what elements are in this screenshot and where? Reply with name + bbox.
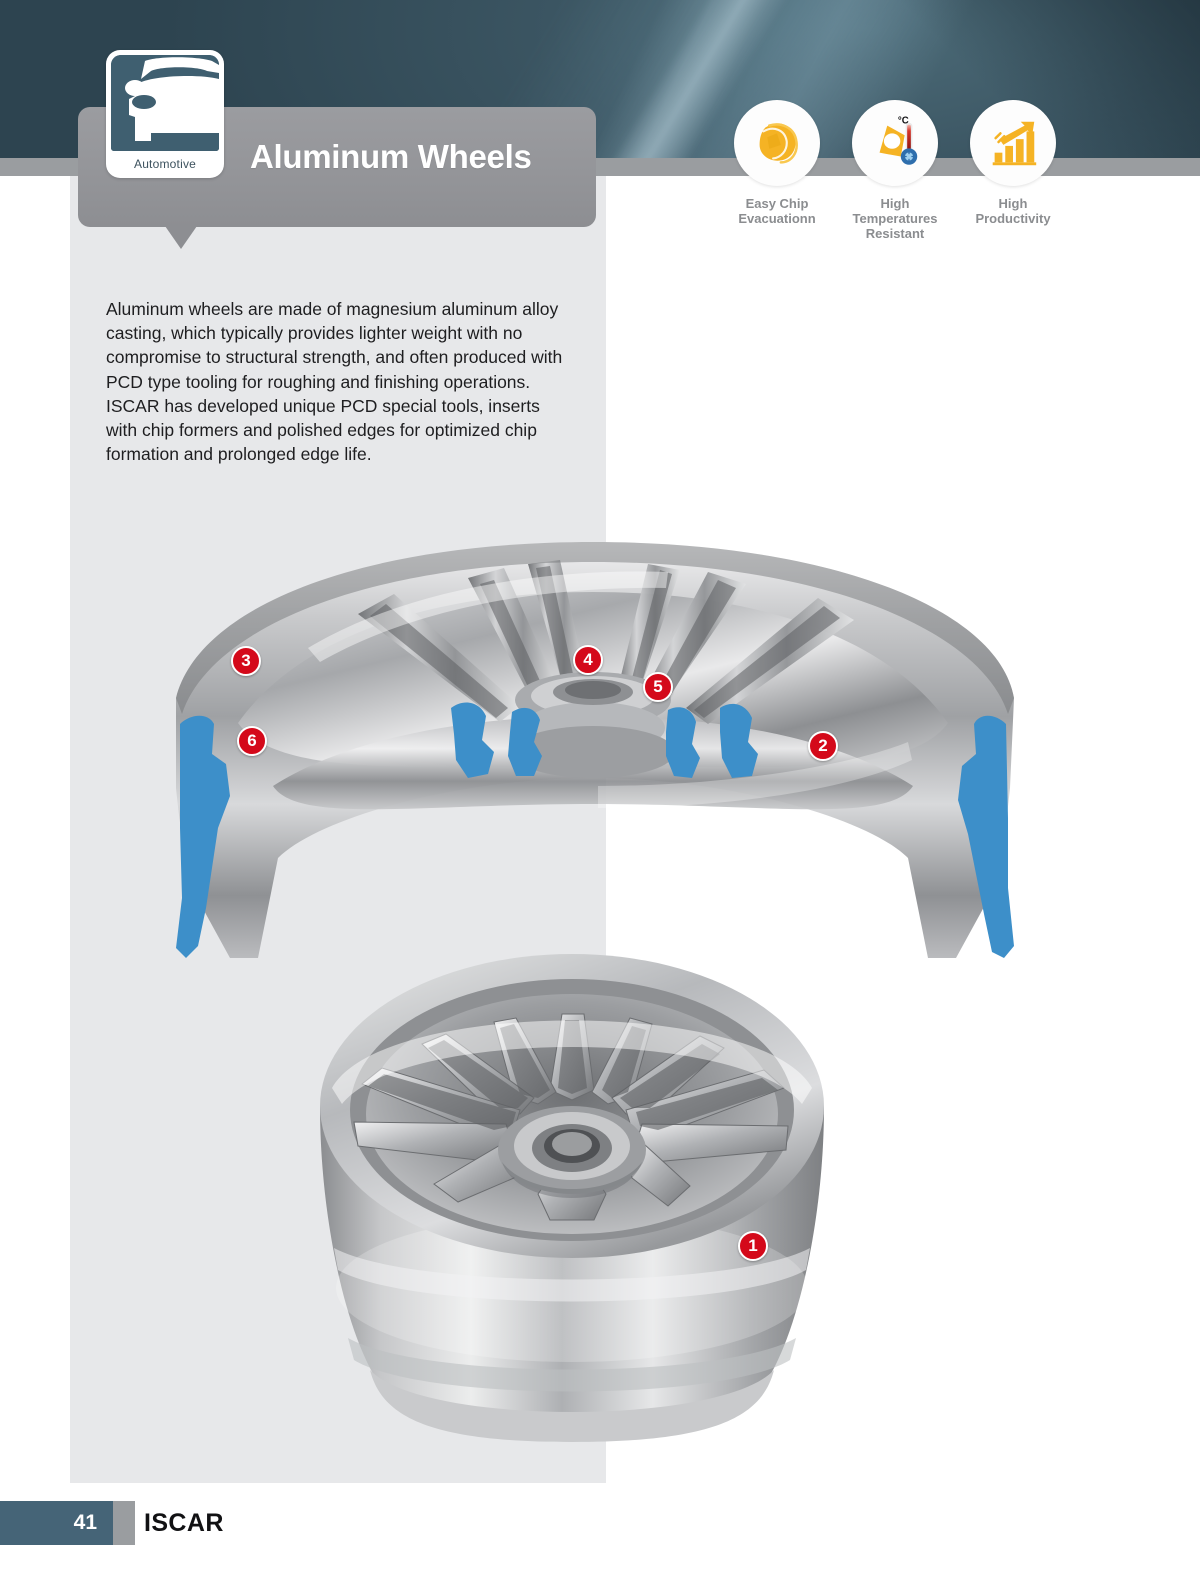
callout-marker-label: 6 bbox=[247, 731, 257, 750]
chip-curl-icon bbox=[734, 100, 820, 186]
wheel-cross-section-image bbox=[168, 528, 1018, 958]
callout-marker-6[interactable]: 6 bbox=[237, 726, 267, 756]
feature-icon-group: Easy Chip Evacuationn bbox=[718, 100, 1072, 241]
title-bubble-tail bbox=[165, 226, 197, 249]
feature-label: High Productivity bbox=[975, 196, 1051, 226]
callout-marker-label: 4 bbox=[583, 650, 593, 669]
page-number: 41 bbox=[73, 1511, 97, 1534]
bar-chart-arrow-up-icon bbox=[970, 100, 1056, 186]
callout-marker-label: 1 bbox=[748, 1236, 758, 1255]
svg-text:°C: °C bbox=[898, 116, 909, 127]
callout-marker-label: 2 bbox=[818, 736, 828, 755]
feature-easy-chip-evacuation: Easy Chip Evacuationn bbox=[718, 100, 836, 226]
feature-high-temperatures-resistant: °C High Temperatures Resistant bbox=[836, 100, 954, 241]
automotive-badge-label: Automotive bbox=[133, 157, 197, 171]
aluminum-wheel-photo bbox=[262, 918, 882, 1448]
callout-marker-2[interactable]: 2 bbox=[808, 731, 838, 761]
callout-marker-label: 3 bbox=[241, 651, 251, 670]
feature-label: High Temperatures Resistant bbox=[852, 196, 938, 241]
thermometer-insert-icon: °C bbox=[852, 100, 938, 186]
callout-marker-4[interactable]: 4 bbox=[573, 645, 603, 675]
car-front-icon bbox=[111, 55, 219, 151]
page-title: Aluminum Wheels bbox=[250, 138, 532, 175]
callout-marker-label: 5 bbox=[653, 677, 663, 696]
callout-marker-1[interactable]: 1 bbox=[738, 1231, 768, 1261]
callout-marker-3[interactable]: 3 bbox=[231, 646, 261, 676]
body-paragraph: Aluminum wheels are made of magnesium al… bbox=[106, 299, 563, 465]
feature-label: Easy Chip Evacuationn bbox=[738, 196, 816, 226]
automotive-badge: Automotive bbox=[106, 50, 224, 178]
footer-separator bbox=[113, 1501, 135, 1545]
callout-marker-5[interactable]: 5 bbox=[643, 672, 673, 702]
feature-high-productivity: High Productivity bbox=[954, 100, 1072, 226]
footer-page-box: 41 bbox=[0, 1501, 113, 1545]
brand-name: ISCAR bbox=[144, 1509, 224, 1537]
